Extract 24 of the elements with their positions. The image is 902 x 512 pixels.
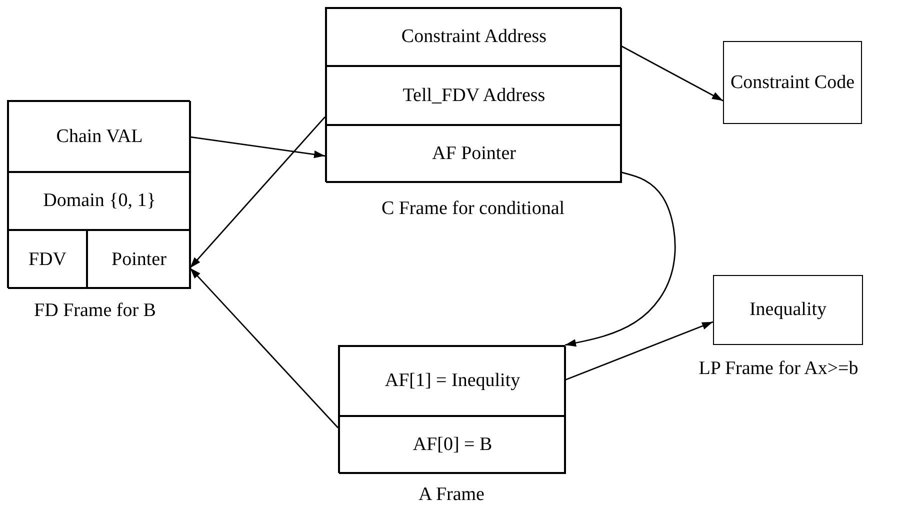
arrow xyxy=(564,321,714,381)
frame-caption: A Frame xyxy=(418,484,486,506)
frame-box xyxy=(338,345,565,473)
record-field: FDV xyxy=(8,230,87,289)
record-field: Pointer xyxy=(87,230,191,289)
record-field: AF[1] = Inequlity xyxy=(339,346,566,416)
record-field: Domain {0, 1} xyxy=(8,172,191,230)
box: Constraint Code xyxy=(723,41,862,124)
box: Inequality xyxy=(713,275,863,345)
record-field: Constraint Address xyxy=(326,8,622,66)
arrow xyxy=(190,136,326,158)
record-field: AF[0] = B xyxy=(339,416,566,474)
frame-box xyxy=(7,100,190,288)
arrow xyxy=(189,116,326,268)
arrow xyxy=(564,171,676,347)
arrow xyxy=(620,45,724,102)
frame-caption: C Frame for conditional xyxy=(380,198,566,220)
frame-caption: FD Frame for B xyxy=(33,300,157,322)
frame-caption: LP Frame for Ax>=b xyxy=(698,358,860,380)
frame-box xyxy=(325,7,621,182)
record-field: AF Pointer xyxy=(326,125,622,183)
arrow xyxy=(189,267,339,428)
record-field: Tell_FDV Address xyxy=(326,66,622,125)
record-field: Chain VAL xyxy=(8,101,191,172)
